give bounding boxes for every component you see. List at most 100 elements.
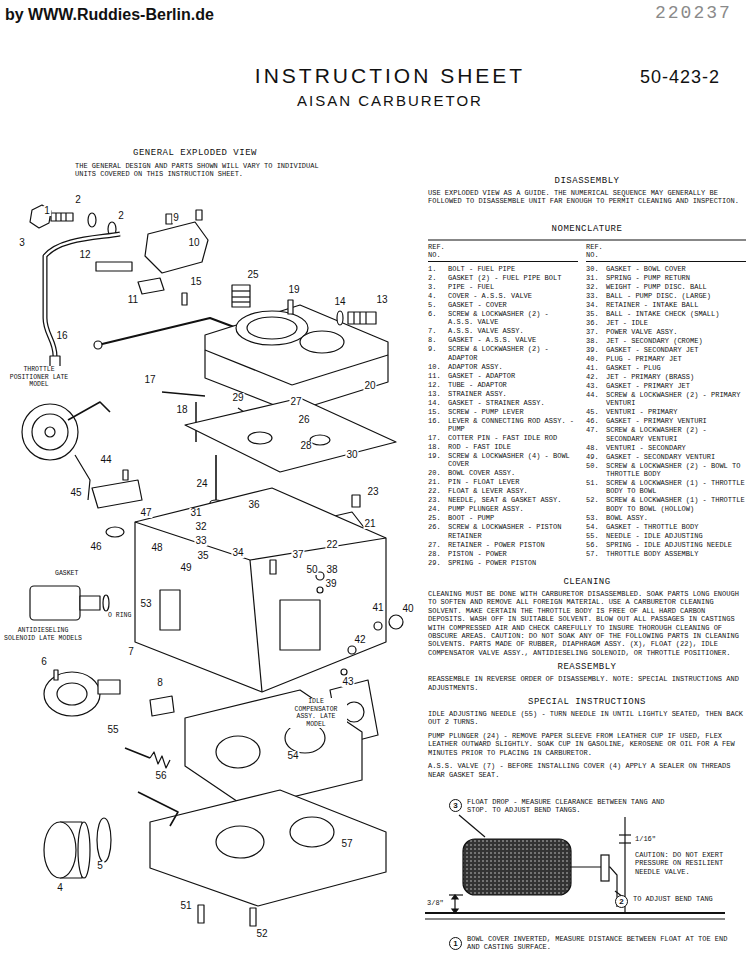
ass-valve-cover (78, 822, 90, 878)
table-row: 7.A.S.S. VALVE ASSY. (428, 327, 578, 335)
callout-circle: 2 (615, 895, 628, 908)
throttle-positioner (68, 402, 110, 420)
table-row: 13.STRAINER ASSY. (428, 390, 578, 398)
table-row: 28.PISTON - POWER (428, 550, 578, 558)
ref-number: 57. (586, 550, 606, 558)
table-column: REF. NO.30.GASKET - BOWL COVER31.SPRING … (586, 243, 746, 568)
table-row: 39.GASKET - SECONDARY JET (586, 346, 746, 354)
callout-number: 49 (179, 563, 192, 573)
callout-number: 57 (340, 839, 353, 849)
callout-number: 53 (139, 599, 152, 609)
float-figure: 321FLOAT DROP - MEASURE CLEARANCE BETWEE… (425, 795, 747, 962)
dimension-label: 3/8" (427, 899, 444, 907)
ref-number: 19. (428, 452, 448, 469)
adaptor (96, 262, 132, 271)
ref-number: 30. (586, 265, 606, 273)
float (352, 495, 360, 507)
throttle-body (290, 817, 334, 847)
adaptor (96, 210, 208, 305)
table-row: 37.POWER VALVE ASSY. (586, 328, 746, 336)
callout-number: 36 (247, 500, 260, 510)
callout-number: 38 (325, 565, 338, 575)
part-name: VENTURI - SECONDARY (606, 444, 746, 452)
ass-valve (54, 670, 58, 680)
part-name: RETAINER - INTAKE BALL (606, 301, 746, 309)
part-name: VENTURI - PRIMARY (606, 408, 746, 416)
jets (270, 560, 276, 574)
pump-plunger (210, 455, 222, 506)
pump-plunger (215, 455, 217, 500)
ref-number: 31. (586, 274, 606, 282)
part-name: GASKET - PRIMARY JET (606, 382, 746, 390)
callout-number: 3 (18, 238, 26, 248)
table-row: 32.WEIGHT - PUMP DISC. BALL (586, 283, 746, 291)
callout-circle: 1 (449, 937, 462, 950)
adaptor (166, 214, 172, 224)
ref-number: 17. (428, 434, 448, 442)
table-row: 55.NEEDLE - IDLE ADJUSTING (586, 532, 746, 540)
float-gauge-drawing (619, 834, 631, 835)
note-text: THE GENERAL DESIGN AND PARTS SHOWN WILL … (75, 162, 340, 179)
callout-number: 33 (194, 536, 207, 546)
part-name: JET - IDLE (606, 319, 746, 327)
bowl-cover (205, 350, 292, 385)
table-row: 45.VENTURI - PRIMARY (586, 408, 746, 416)
throttle-body-gasket (185, 690, 362, 808)
ref-number: 48. (586, 444, 606, 452)
callout-number: 9 (172, 213, 180, 223)
callout-number: 27 (289, 397, 302, 407)
ref-number: 51. (586, 479, 606, 496)
part-name: SPRING - PUMP RETURN (606, 274, 746, 282)
float-gauge-drawing (452, 909, 458, 913)
table-row: 57.THROTTLE BODY ASSEMBLY (586, 550, 746, 558)
table-row: 9.SCREW & LOCKWASHER (2) - ADAPTOR (428, 345, 578, 362)
fuel-bowl (135, 488, 386, 692)
ref-number: 7. (428, 327, 448, 335)
float-gauge-drawing (459, 815, 485, 837)
ref-number: 56. (586, 541, 606, 549)
table-row: 52.SCREW & LOCKWASHER (1) - THROTTLE BOD… (586, 496, 746, 513)
callout-number: 56 (154, 771, 167, 781)
spacer (448, 243, 578, 260)
throttle-body (216, 826, 264, 858)
ass-valve (44, 672, 100, 716)
ass-valve (44, 670, 174, 716)
table-row: 43.GASKET - PRIMARY JET (586, 382, 746, 390)
callout-number: 34 (231, 548, 244, 558)
ref-number: 25. (428, 514, 448, 522)
antidieseling-solenoid (30, 586, 109, 620)
callout-number: 8 (156, 678, 164, 688)
part-name: POWER VALVE ASSY. (606, 328, 746, 336)
section-heading: NOMENCLATURE (428, 224, 746, 235)
bowl-cover (205, 305, 388, 412)
callout-number: 52 (255, 929, 268, 939)
fuel-bowl (160, 590, 180, 630)
venturis (92, 480, 142, 508)
ref-number: 36. (586, 319, 606, 327)
callout-number: 30 (345, 450, 358, 460)
fuel-pipe-bolt (65, 213, 66, 221)
adaptor (196, 210, 202, 220)
throttle-body (138, 790, 386, 926)
part-name: WEIGHT - PUMP DISC. BALL (606, 283, 746, 291)
table-row: 51.SCREW & LOCKWASHER (1) - THROTTLE BOD… (586, 479, 746, 496)
table-row: 41.GASKET - PLUG (586, 364, 746, 372)
part-name: A.S.S. VALVE ASSY. (448, 327, 578, 335)
ref-number: 11. (428, 372, 448, 380)
ref-number: 10. (428, 363, 448, 371)
gaskets (88, 213, 116, 236)
venturis (106, 527, 124, 537)
part-name: SCREW & LOCKWASHER (2) - ADAPTOR (448, 345, 578, 362)
table-row: 2.GASKET (2) - FUEL PIPE BOLT (428, 274, 578, 282)
ref-number: 32. (586, 283, 606, 291)
throttle-body (250, 908, 256, 926)
fuel-bowl (280, 600, 320, 650)
ref-number: 47. (586, 426, 606, 443)
ref-number: 44. (586, 391, 606, 408)
fuel-pipe-bolt (30, 205, 51, 228)
table-row: 3.PIPE - FUEL (428, 283, 578, 291)
part-name: PUMP PLUNGER ASSY. (448, 505, 578, 513)
callout-number: 25 (246, 270, 259, 280)
callout-circle: 3 (449, 799, 462, 812)
callout-number: 21 (363, 519, 376, 529)
